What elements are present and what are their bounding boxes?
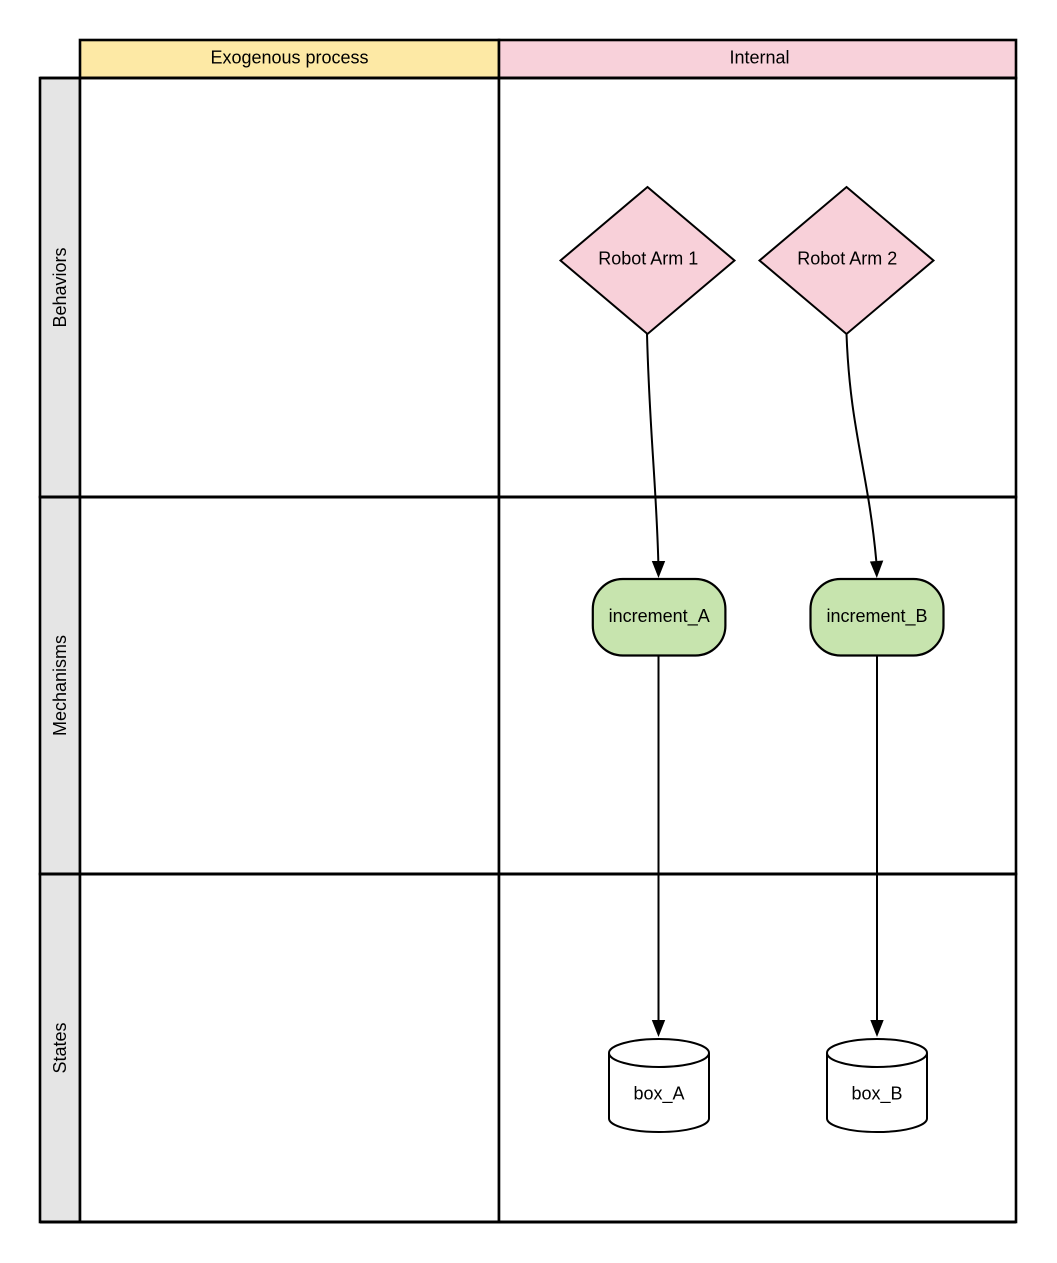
svg-text:States: States: [50, 1022, 70, 1073]
svg-text:Behaviors: Behaviors: [50, 247, 70, 327]
svg-text:Robot Arm 1: Robot Arm 1: [598, 249, 698, 269]
svg-text:Mechanisms: Mechanisms: [50, 635, 70, 736]
svg-text:Robot Arm 2: Robot Arm 2: [797, 249, 897, 269]
svg-text:increment_A: increment_A: [609, 606, 710, 627]
svg-text:Exogenous process: Exogenous process: [210, 48, 368, 68]
svg-text:box_B: box_B: [851, 1084, 902, 1105]
svg-text:box_A: box_A: [633, 1084, 684, 1105]
svg-text:Internal: Internal: [729, 48, 789, 68]
svg-text:increment_B: increment_B: [826, 606, 927, 627]
